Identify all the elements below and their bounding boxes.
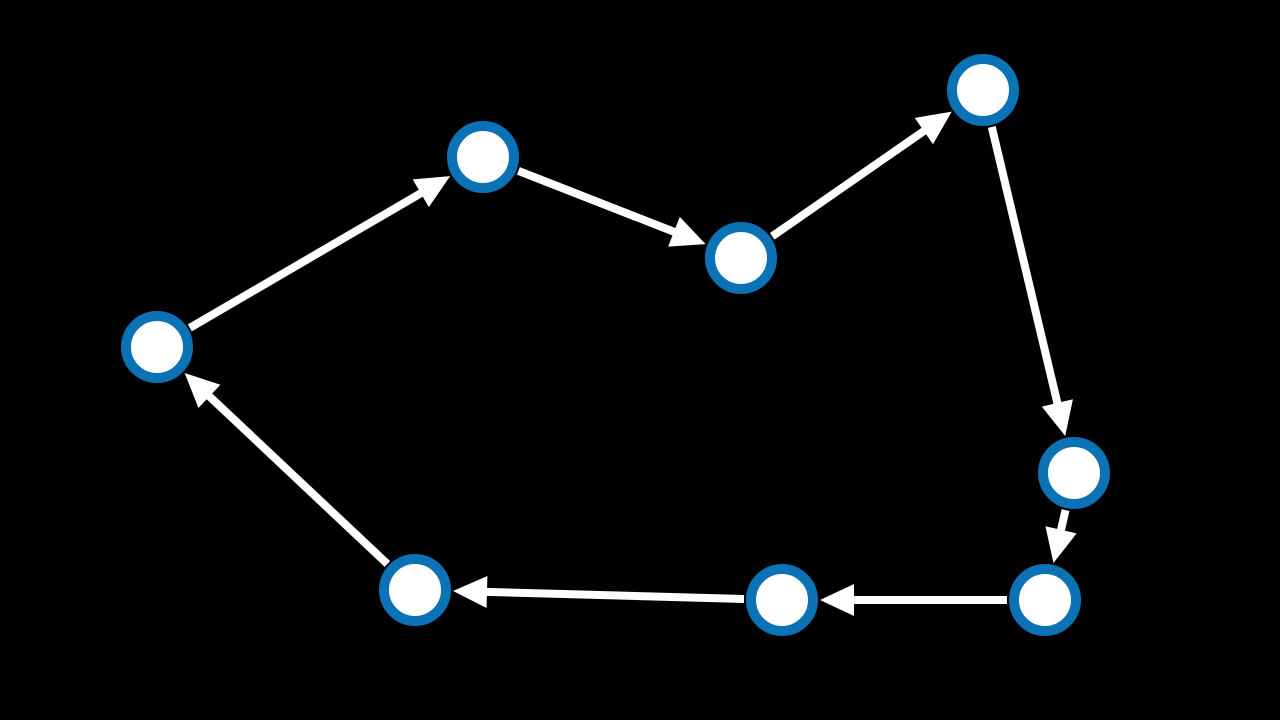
- graph-edge[interactable]: [452, 575, 745, 608]
- edge-arrowhead-icon: [1045, 526, 1077, 563]
- graph-node[interactable]: [121, 311, 193, 383]
- edge-arrowhead-icon: [184, 373, 221, 409]
- graph-node[interactable]: [705, 222, 777, 294]
- node-circle: [1009, 564, 1081, 636]
- node-circle: [947, 54, 1019, 126]
- graph-edge[interactable]: [820, 584, 1007, 616]
- node-circle: [121, 311, 193, 383]
- graph-edge[interactable]: [987, 126, 1073, 437]
- graph-edge[interactable]: [516, 167, 706, 247]
- node-circle: [447, 121, 519, 193]
- node-circle: [746, 564, 818, 636]
- graph-node[interactable]: [447, 121, 519, 193]
- edge-arrowhead-icon: [452, 575, 488, 608]
- node-circle: [705, 222, 777, 294]
- edge-arrowhead-icon: [1041, 399, 1073, 437]
- edge-arrowhead-icon: [412, 176, 451, 208]
- edge-arrowhead-icon: [820, 584, 854, 616]
- edges-layer: [184, 111, 1077, 616]
- edge-line: [205, 392, 391, 567]
- graph-edge[interactable]: [1045, 509, 1077, 563]
- graph-node[interactable]: [379, 554, 451, 626]
- graph-node[interactable]: [746, 564, 818, 636]
- graph-node[interactable]: [1009, 564, 1081, 636]
- nodes-layer: [121, 54, 1110, 636]
- edge-line: [485, 587, 745, 603]
- graph-edge[interactable]: [187, 176, 451, 332]
- edge-line: [187, 189, 424, 332]
- graph-edge[interactable]: [769, 111, 952, 240]
- edge-line: [1056, 509, 1070, 532]
- edge-line: [769, 127, 927, 240]
- graph-node[interactable]: [1038, 437, 1110, 509]
- node-circle: [1038, 437, 1110, 509]
- edge-arrowhead-icon: [914, 111, 952, 145]
- graph-node[interactable]: [947, 54, 1019, 126]
- node-circle: [379, 554, 451, 626]
- edge-line: [987, 126, 1062, 405]
- graph-edge[interactable]: [184, 373, 391, 567]
- edge-arrowhead-icon: [668, 216, 706, 247]
- edge-line: [516, 167, 677, 236]
